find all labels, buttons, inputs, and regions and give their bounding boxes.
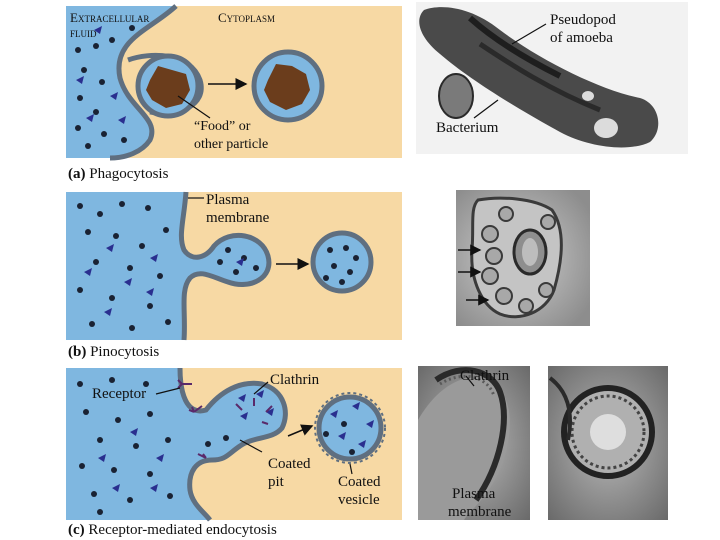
micrograph-pseudopod: Pseudopod of amoeba Bacterium xyxy=(416,2,688,154)
plasma-membrane-a xyxy=(109,4,178,161)
pointer-coated-pit xyxy=(239,439,263,453)
label-clathrin: Clathrin xyxy=(270,372,320,388)
receptor-proteins xyxy=(177,379,273,459)
vacuole-food-particle xyxy=(264,64,310,110)
label-membrane: membrane xyxy=(206,210,270,226)
label-coated-vesicle-1: Coated xyxy=(338,474,381,490)
pointer-pseudopod xyxy=(511,23,547,45)
caption-a: (a) Phagocytosis xyxy=(68,166,169,182)
micrograph-pinocytosis xyxy=(456,190,590,326)
label-coated-pit-1: Coated xyxy=(268,456,311,472)
label-micro-clathrin: Clathrin xyxy=(460,368,510,384)
label-coated-vesicle-2: vesicle xyxy=(338,492,380,508)
label-plasma: Plasma xyxy=(206,192,250,208)
label-micro-plasma: Plasma xyxy=(452,486,496,502)
panel-pinocytosis: Plasma membrane (b) Pinocytosis xyxy=(66,190,590,360)
pointer-clathrin xyxy=(253,381,269,395)
caption-b: (b) Pinocytosis xyxy=(68,344,159,360)
label-coated-pit-2: pit xyxy=(268,474,285,490)
label-fluid: fluid xyxy=(70,25,97,40)
micrograph-coated-pit: Clathrin Plasma membrane xyxy=(418,366,530,520)
arrow-c xyxy=(287,424,314,437)
label-extracellular: Extracellular xyxy=(70,10,149,25)
ligand-triangles-c xyxy=(98,390,274,492)
ligand-triangles-a xyxy=(76,26,126,124)
pointer-coated-vesicle xyxy=(349,463,353,475)
solute-dots-a xyxy=(75,25,135,149)
solute-dots-c xyxy=(77,377,229,515)
pointer-bacterium xyxy=(473,99,499,119)
bacterium-shape xyxy=(438,73,474,119)
label-bacterium: Bacterium xyxy=(436,120,499,136)
coated-vesicle xyxy=(316,394,384,462)
label-micro-membrane: membrane xyxy=(448,504,512,520)
label-receptor: Receptor xyxy=(92,386,146,402)
panel-receptor-mediated: Receptor Clathrin Coated pit Coated vesi… xyxy=(66,366,668,538)
amoeba-pseudopod-shape xyxy=(419,7,659,148)
food-particle xyxy=(146,66,190,108)
label-other-particle: other particle xyxy=(194,137,268,152)
caption-c: (c) Receptor-mediated endocytosis xyxy=(68,522,277,538)
label-pseudopod: Pseudopod xyxy=(550,12,616,28)
label-cytoplasm: Cytoplasm xyxy=(218,10,275,25)
label-food: “Food” or xyxy=(194,119,251,134)
extracellular-region-b xyxy=(66,192,269,340)
plasma-membrane-b xyxy=(178,191,272,341)
label-of-amoeba: of amoeba xyxy=(550,30,613,46)
ligand-triangles-b xyxy=(84,244,244,316)
pointer-receptor xyxy=(155,387,181,395)
pointer-food xyxy=(177,95,211,119)
micrograph-coated-vesicle xyxy=(548,366,668,520)
plasma-membrane-c xyxy=(177,367,288,522)
extracellular-region-c xyxy=(66,368,286,520)
panel-phagocytosis: Extracellular fluid Cytoplasm “Food” or … xyxy=(66,2,688,182)
